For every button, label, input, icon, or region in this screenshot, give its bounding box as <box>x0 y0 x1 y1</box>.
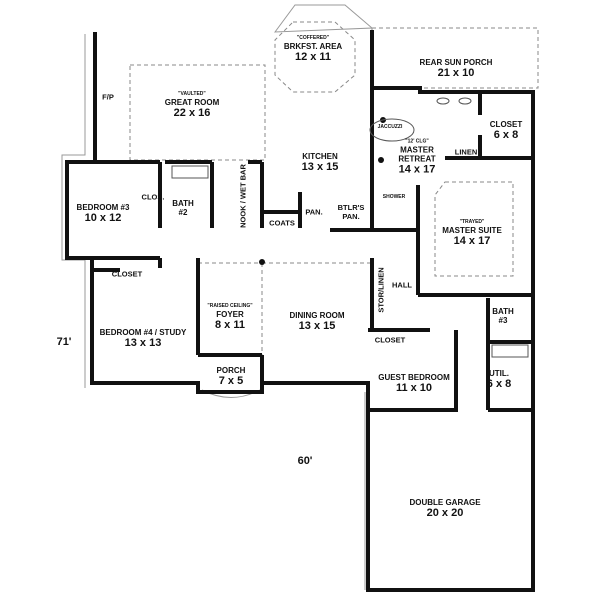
closet-bed3-label: CLOS. <box>141 192 165 202</box>
room-bath-3: BATH #3 <box>492 306 514 325</box>
jacuzzi-tub <box>369 118 415 142</box>
closet-bed4-label: CLOSET <box>111 269 143 279</box>
breakfast-bay <box>273 4 374 33</box>
closet-guest-label: CLOSET <box>374 335 406 345</box>
bathtub <box>491 344 529 358</box>
pantry-label: PAN. <box>305 207 323 217</box>
fireplace-label: F/P <box>102 92 114 102</box>
linen-master-label: LINEN <box>454 147 478 157</box>
depth-dimension: 71' <box>56 336 72 348</box>
nook-wet-bar-label: NOOK / WET BAR <box>238 164 248 228</box>
coats-label: COATS <box>269 218 295 228</box>
room-utility: UTIL.6 x 8 <box>486 369 512 391</box>
width-dimension: 60' <box>297 455 313 467</box>
shower-label: SHOWER <box>382 194 406 200</box>
breakfast-coffer <box>274 21 356 93</box>
stor-linen-label: STOR/LINEN <box>376 267 386 313</box>
sink <box>458 97 472 105</box>
master-suite-tray <box>434 181 514 277</box>
room-bath-2: BATH #2 <box>172 198 194 217</box>
jacuzzi-label: JACCUZZI <box>377 124 403 130</box>
sink <box>436 97 450 105</box>
bathtub <box>171 165 209 179</box>
hall-label: HALL <box>392 280 412 290</box>
butler-pantry-label: BTLR'S PAN. <box>337 203 365 221</box>
